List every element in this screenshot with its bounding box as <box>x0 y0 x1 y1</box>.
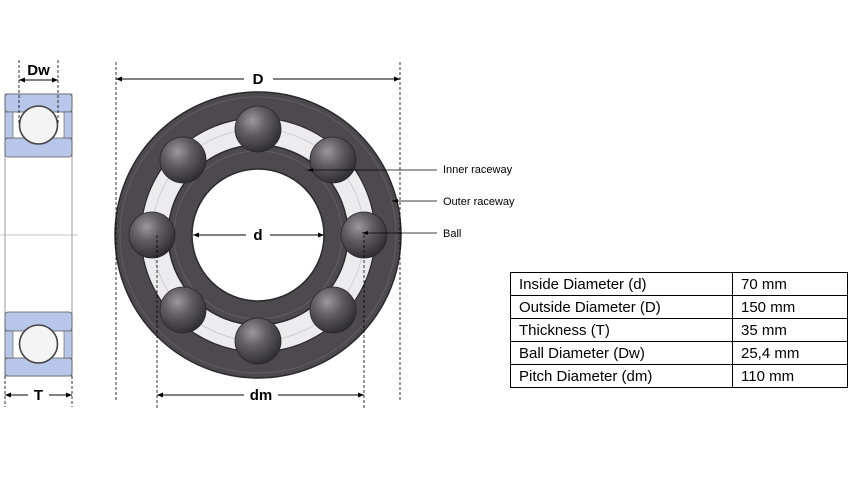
dim-pitch-diameter: dm <box>156 235 365 410</box>
bearing-front-view <box>114 91 402 379</box>
seal-top-left <box>4 111 14 139</box>
callout-outer-raceway: Outer raceway <box>392 196 515 208</box>
table-row: Outside Diameter (D) 150 mm <box>510 295 848 319</box>
ball <box>234 317 282 365</box>
label-dw: Dw <box>27 62 50 79</box>
table-row: Ball Diameter (Dw) 25,4 mm <box>510 341 848 365</box>
label-inside-diameter: d <box>253 227 262 244</box>
table-row: Inside Diameter (d) 70 mm <box>510 272 848 296</box>
outer-ring-chamfer <box>119 96 397 374</box>
dim-dw: Dw <box>18 60 59 125</box>
callout-inner-raceway-label: Inner raceway <box>443 164 513 176</box>
value-pitch-diameter: 110 mm <box>732 364 848 388</box>
value-inside-diameter: 70 mm <box>732 272 848 296</box>
ball <box>309 136 357 184</box>
callout-ball: Ball <box>362 228 461 240</box>
param-pitch-diameter: Pitch Diameter (dm) <box>510 364 733 388</box>
seal-bottom-right <box>63 330 73 359</box>
ball <box>159 136 207 184</box>
callout-inner-raceway: Inner raceway <box>307 164 513 176</box>
dim-inside-diameter: d <box>193 227 324 244</box>
label-t: T <box>34 387 43 404</box>
ball <box>309 286 357 334</box>
seal-top-right <box>63 111 73 139</box>
param-ball-diameter: Ball Diameter (Dw) <box>510 341 733 365</box>
label-pitch-diameter: dm <box>250 387 273 404</box>
table-row: Thickness (T) 35 mm <box>510 318 848 342</box>
callout-outer-raceway-label: Outer raceway <box>443 196 515 208</box>
value-outside-diameter: 150 mm <box>732 295 848 319</box>
specifications-table: Inside Diameter (d) 70 mm Outside Diamet… <box>510 272 848 388</box>
ball-section-bottom <box>18 324 59 364</box>
ball <box>159 286 207 334</box>
balls <box>128 105 388 365</box>
ball <box>234 105 282 153</box>
ball-section-top <box>18 105 59 145</box>
ball <box>128 211 176 259</box>
value-thickness: 35 mm <box>732 318 848 342</box>
label-outside-diameter: D <box>253 71 264 88</box>
param-thickness: Thickness (T) <box>510 318 733 342</box>
dim-outside-diameter: D <box>115 62 401 400</box>
param-inside-diameter: Inside Diameter (d) <box>510 272 733 296</box>
param-outside-diameter: Outside Diameter (D) <box>510 295 733 319</box>
callout-ball-label: Ball <box>443 228 461 240</box>
seal-bottom-left <box>4 330 14 359</box>
value-ball-diameter: 25,4 mm <box>732 341 848 365</box>
dim-t: T <box>4 376 73 407</box>
table-row: Pitch Diameter (dm) 110 mm <box>510 364 848 388</box>
cross-section-view <box>0 93 78 377</box>
